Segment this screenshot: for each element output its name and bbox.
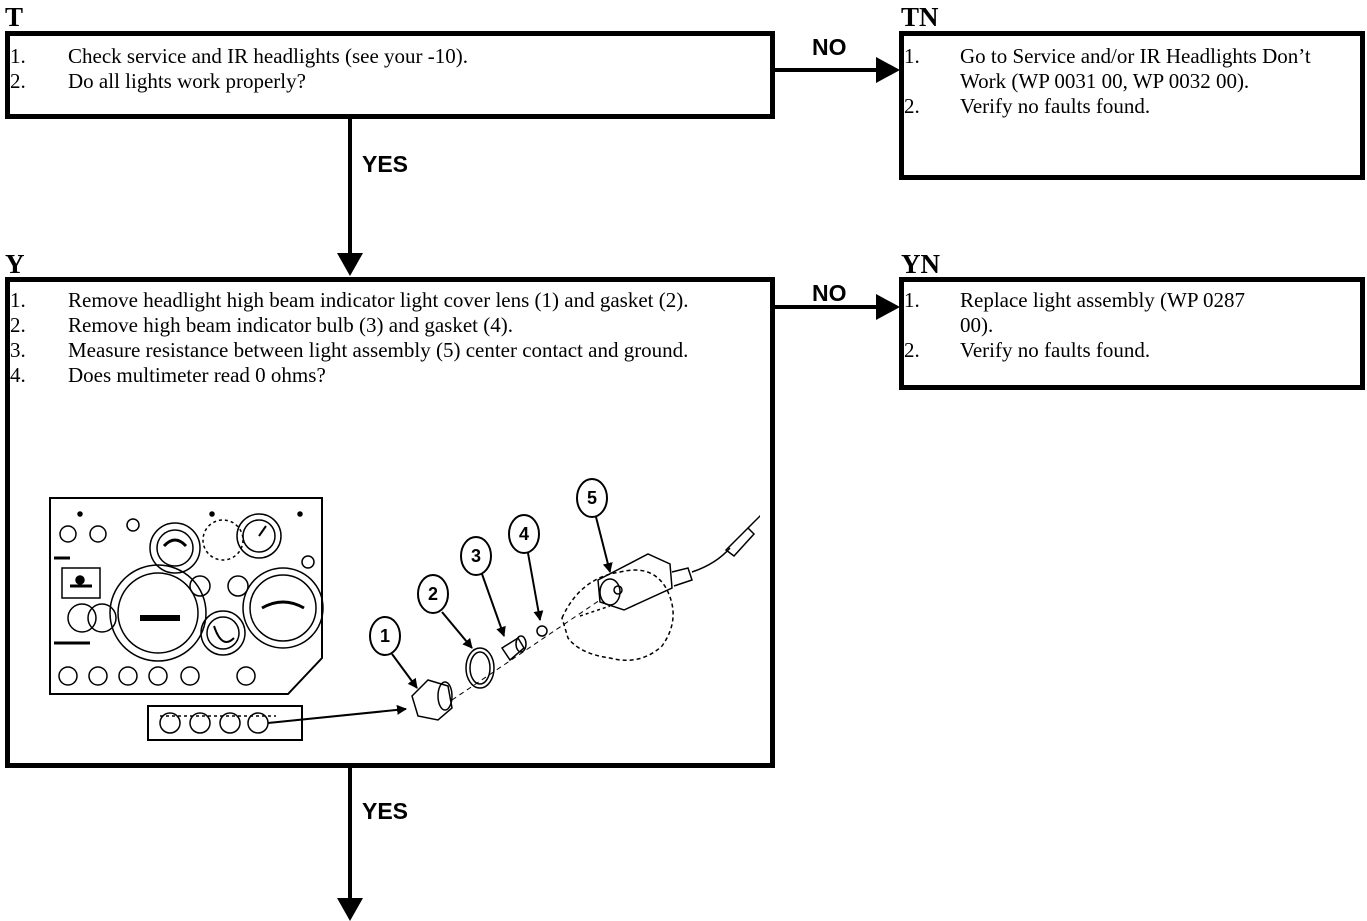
exploded-axis-line <box>451 599 601 701</box>
step-box-t: 1.Check service and IR headlights (see y… <box>5 31 775 119</box>
step-box-yn: 1.Replace light assembly (WP 0287 00). 2… <box>899 277 1365 390</box>
step-t-list: 1.Check service and IR headlights (see y… <box>10 44 760 94</box>
step-box-y: 1.Remove headlight high beam indicator l… <box>5 277 775 768</box>
step-label-y: Y <box>5 249 25 279</box>
step-label-t: T <box>5 2 24 32</box>
callout-3: 3 <box>460 536 506 637</box>
step-y-item-3: 3.Measure resistance between light assem… <box>10 338 689 362</box>
y-yes-arrowhead <box>337 898 363 921</box>
indicator-strip-drawing <box>147 705 303 741</box>
step-yn-item-1: 1.Replace light assembly (WP 0287 00). <box>904 288 1245 337</box>
y-no-arrowhead <box>876 294 900 320</box>
svg-text:1: 1 <box>380 626 390 646</box>
step-y-item-4: 4.Does multimeter read 0 ohms? <box>10 363 326 387</box>
callout-2: 2 <box>417 574 473 649</box>
svg-text:5: 5 <box>587 488 597 508</box>
step-t-item-2: 2.Do all lights work properly? <box>10 69 306 93</box>
branch-label-y-yes: YES <box>362 798 409 824</box>
step-yn-list: 1.Replace light assembly (WP 0287 00). 2… <box>904 288 1352 363</box>
step-label-yn: YN <box>901 249 940 279</box>
callout-5: 5 <box>576 478 613 573</box>
step-tn-item-1: 1.Go to Service and/or IR Headlights Don… <box>904 44 1311 93</box>
instrument-panel-drawing <box>49 497 324 695</box>
step-t-item-1: 1.Check service and IR headlights (see y… <box>10 44 469 68</box>
branch-label-t-no: NO <box>812 34 847 60</box>
step-tn-item-2: 2.Verify no faults found. <box>904 94 1151 118</box>
step-y-item-1: 1.Remove headlight high beam indicator l… <box>10 288 689 312</box>
t-no-arrowhead <box>876 57 900 83</box>
step-tn-list: 1.Go to Service and/or IR Headlights Don… <box>904 44 1352 119</box>
svg-text:2: 2 <box>428 584 438 604</box>
exploded-parts-drawing <box>411 514 760 721</box>
step-label-tn: TN <box>901 2 939 32</box>
t-yes-arrowhead <box>337 253 363 276</box>
callout-4: 4 <box>508 514 544 621</box>
svg-text:4: 4 <box>519 524 529 544</box>
callouts: 1 2 3 4 5 <box>369 478 613 689</box>
branch-label-y-no: NO <box>812 280 847 306</box>
step-box-tn: 1.Go to Service and/or IR Headlights Don… <box>899 31 1365 180</box>
svg-text:3: 3 <box>471 546 481 566</box>
step-y-item-2: 2.Remove high beam indicator bulb (3) an… <box>10 313 513 337</box>
branch-label-t-yes: YES <box>362 151 409 177</box>
callout-1: 1 <box>369 616 418 689</box>
indicator-light-exploded-illustration: 1 2 3 4 5 <box>49 478 760 741</box>
strip-to-lens-arrow <box>267 704 407 724</box>
step-y-list: 1.Remove headlight high beam indicator l… <box>10 288 760 388</box>
step-yn-item-2: 2.Verify no faults found. <box>904 338 1151 362</box>
